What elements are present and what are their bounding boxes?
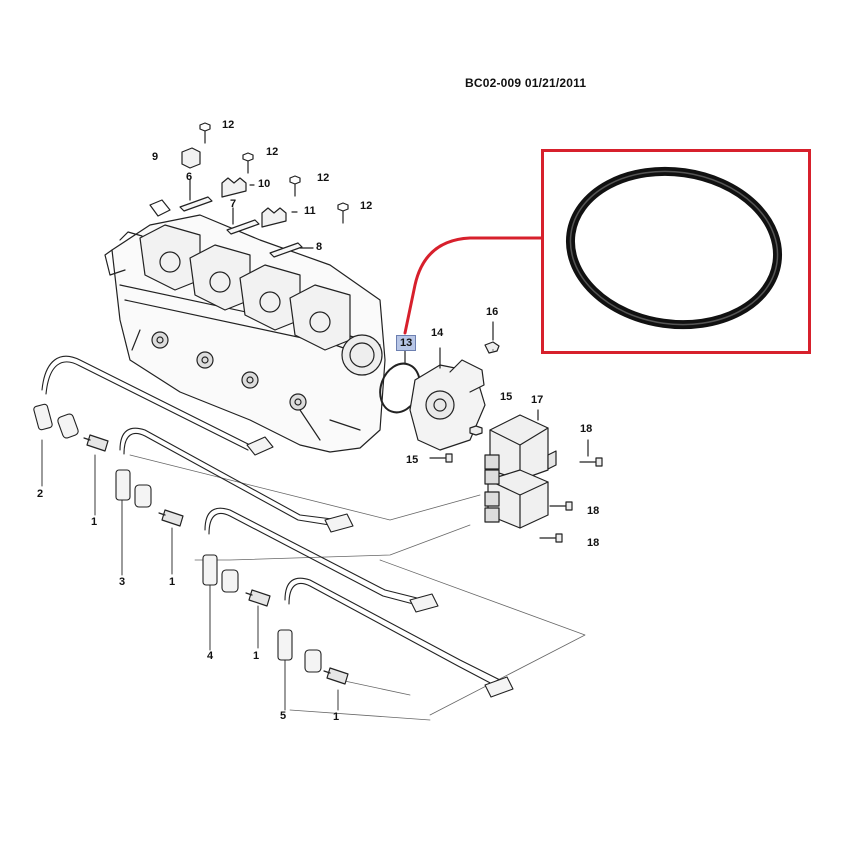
callout-18: 18: [587, 505, 600, 517]
callout-12: 12: [222, 119, 235, 131]
callout-8: 8: [316, 241, 323, 253]
callout-17: 17: [531, 394, 544, 406]
callout-1: 1: [91, 516, 98, 528]
diagram-code: BC02-009 01/21/2011: [465, 76, 587, 90]
highlight-connector: [403, 236, 543, 335]
callout-leaders: [41, 439, 339, 711]
callout-13: 13: [396, 335, 417, 351]
callout-3: 3: [119, 576, 126, 588]
ignition-wires: [33, 355, 514, 698]
cylinder-head: [104, 199, 386, 453]
callout-14: 14: [431, 327, 444, 339]
zoom-highlight-frame: [541, 149, 811, 354]
callout-11: 11: [304, 205, 316, 217]
ignition-housing: [409, 321, 500, 463]
callout-18: 18: [580, 423, 593, 435]
callout-7: 7: [230, 198, 237, 210]
callout-15: 15: [406, 454, 419, 466]
top-hardware: [179, 122, 349, 258]
callout-1: 1: [333, 711, 340, 723]
callout-16: 16: [486, 306, 499, 318]
callout-15: 15: [500, 391, 513, 403]
callout-1: 1: [253, 650, 260, 662]
callout-12: 12: [266, 146, 279, 158]
callout-5: 5: [280, 710, 287, 722]
callout-9: 9: [152, 151, 159, 163]
callout-6: 6: [186, 171, 193, 183]
zoomed-gasket: [565, 166, 783, 330]
callout-18: 18: [587, 537, 600, 549]
callout-10: 10: [258, 178, 271, 190]
callout-12: 12: [360, 200, 373, 212]
ignition-coil: [484, 409, 603, 543]
callout-12: 12: [317, 172, 330, 184]
callout-4: 4: [207, 650, 214, 662]
spark-plugs: [83, 434, 349, 685]
callout-2: 2: [37, 488, 44, 500]
callout-1: 1: [169, 576, 176, 588]
